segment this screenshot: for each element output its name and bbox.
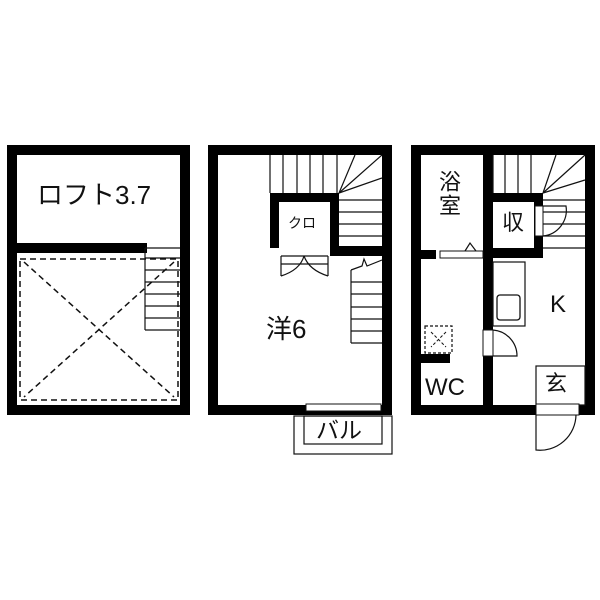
lower-straight-stairs [350, 257, 383, 344]
entrance-door-gap [535, 403, 580, 416]
first-floor-panel [411, 145, 595, 451]
kitchen-counter [492, 261, 526, 327]
wc-top-wall [416, 354, 450, 363]
balcony-inner [303, 415, 383, 445]
room-label-loft: ロフト3.7 [37, 180, 152, 210]
kitchen-sink [496, 294, 521, 321]
room-label-entrance: 玄 [545, 371, 568, 396]
second-floor-outer-wall [208, 145, 392, 415]
room-label-bathroom: 浴室 [436, 170, 461, 218]
upper-winding-stairs [269, 154, 383, 237]
storage-door-swing [542, 205, 567, 237]
bath-bottom-wall [416, 250, 436, 259]
second-floor-panel [208, 145, 393, 455]
room-label-kitchen: K [550, 291, 567, 318]
balcony-window [305, 403, 382, 412]
loft-panel [7, 145, 190, 415]
storage-door-jamb [534, 205, 544, 237]
bath-door-marker [464, 241, 477, 252]
loft-outer-wall [7, 145, 190, 415]
closet-lower-wall [330, 246, 387, 256]
first-floor-outer-wall [411, 145, 595, 415]
bath-door-strip [439, 250, 484, 259]
kitchen-door-jamb [482, 329, 494, 357]
kitchen-door-swing [492, 329, 518, 357]
vent-outline [424, 325, 453, 354]
loft-divider-wall [12, 243, 147, 253]
room-label-storage: 収 [502, 210, 525, 235]
room-label-balcony: バル [316, 417, 362, 443]
void-diagonal-b [23, 261, 175, 398]
loft-stairs [144, 247, 180, 331]
room-label-wc: WC [425, 374, 465, 401]
storage-walls [493, 193, 543, 258]
room-label-western-room: 洋6 [266, 314, 307, 344]
center-partition-wall [483, 150, 493, 410]
first-floor-stairs [492, 154, 586, 249]
room-label-closet: クロ [288, 215, 316, 231]
entrance-door-swing [535, 414, 577, 451]
closet-doors [280, 255, 329, 277]
